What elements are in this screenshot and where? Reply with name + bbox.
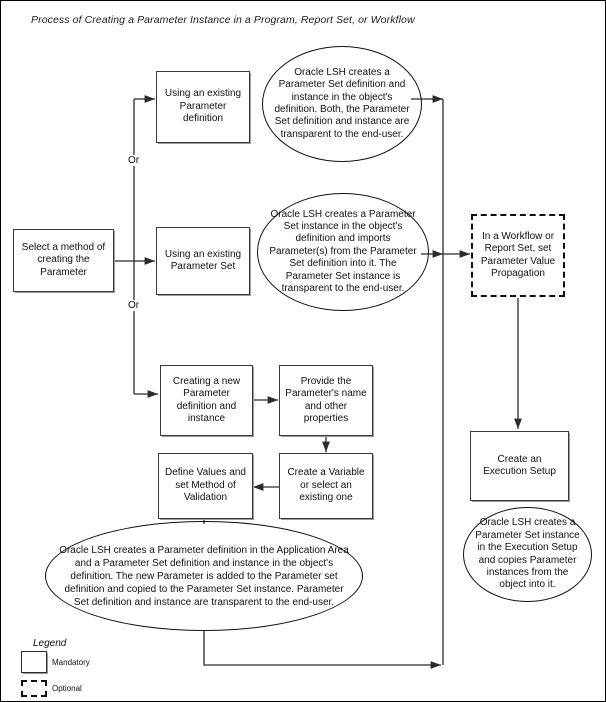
legend-title: Legend <box>33 638 67 649</box>
note-existing-parameter-set: Oracle LSH creates a Parameter Set insta… <box>257 193 429 311</box>
node-creating-new-parameter[interactable]: Creating a new Parameter definition and … <box>160 365 253 436</box>
node-provide-parameter-properties[interactable]: Provide the Parameter's name and other p… <box>279 365 373 436</box>
legend-optional-label: Optional <box>52 684 82 693</box>
or-label-1: Or <box>127 155 141 166</box>
node-parameter-value-propagation[interactable]: In a Workflow or Report Set, set Paramet… <box>471 214 565 297</box>
or-label-2: Or <box>127 300 141 311</box>
note-new-parameter-flow: Oracle LSH creates a Parameter definitio… <box>45 521 363 631</box>
node-define-values[interactable]: Define Values and set Method of Validati… <box>158 453 253 519</box>
page-title: Process of Creating a Parameter Instance… <box>31 14 415 26</box>
node-using-existing-parameter-definition[interactable]: Using an existing Parameter definition <box>156 71 250 143</box>
note-execution-setup: Oracle LSH creates a Parameter Set insta… <box>463 507 592 602</box>
legend-mandatory-swatch <box>21 651 47 673</box>
legend-mandatory-label: Mandatory <box>52 658 90 667</box>
node-create-variable[interactable]: Create a Variable or select an existing … <box>279 453 373 519</box>
note-existing-parameter-definition: Oracle LSH creates a Parameter Set defin… <box>262 46 422 162</box>
legend-optional-swatch <box>21 680 47 697</box>
node-using-existing-parameter-set[interactable]: Using an existing Parameter Set <box>156 227 250 295</box>
edge-note3-to-right-spine <box>203 630 441 669</box>
node-create-execution-setup[interactable]: Create an Execution Setup <box>470 431 569 501</box>
node-select-method[interactable]: Select a method of creating the Paramete… <box>13 229 114 292</box>
